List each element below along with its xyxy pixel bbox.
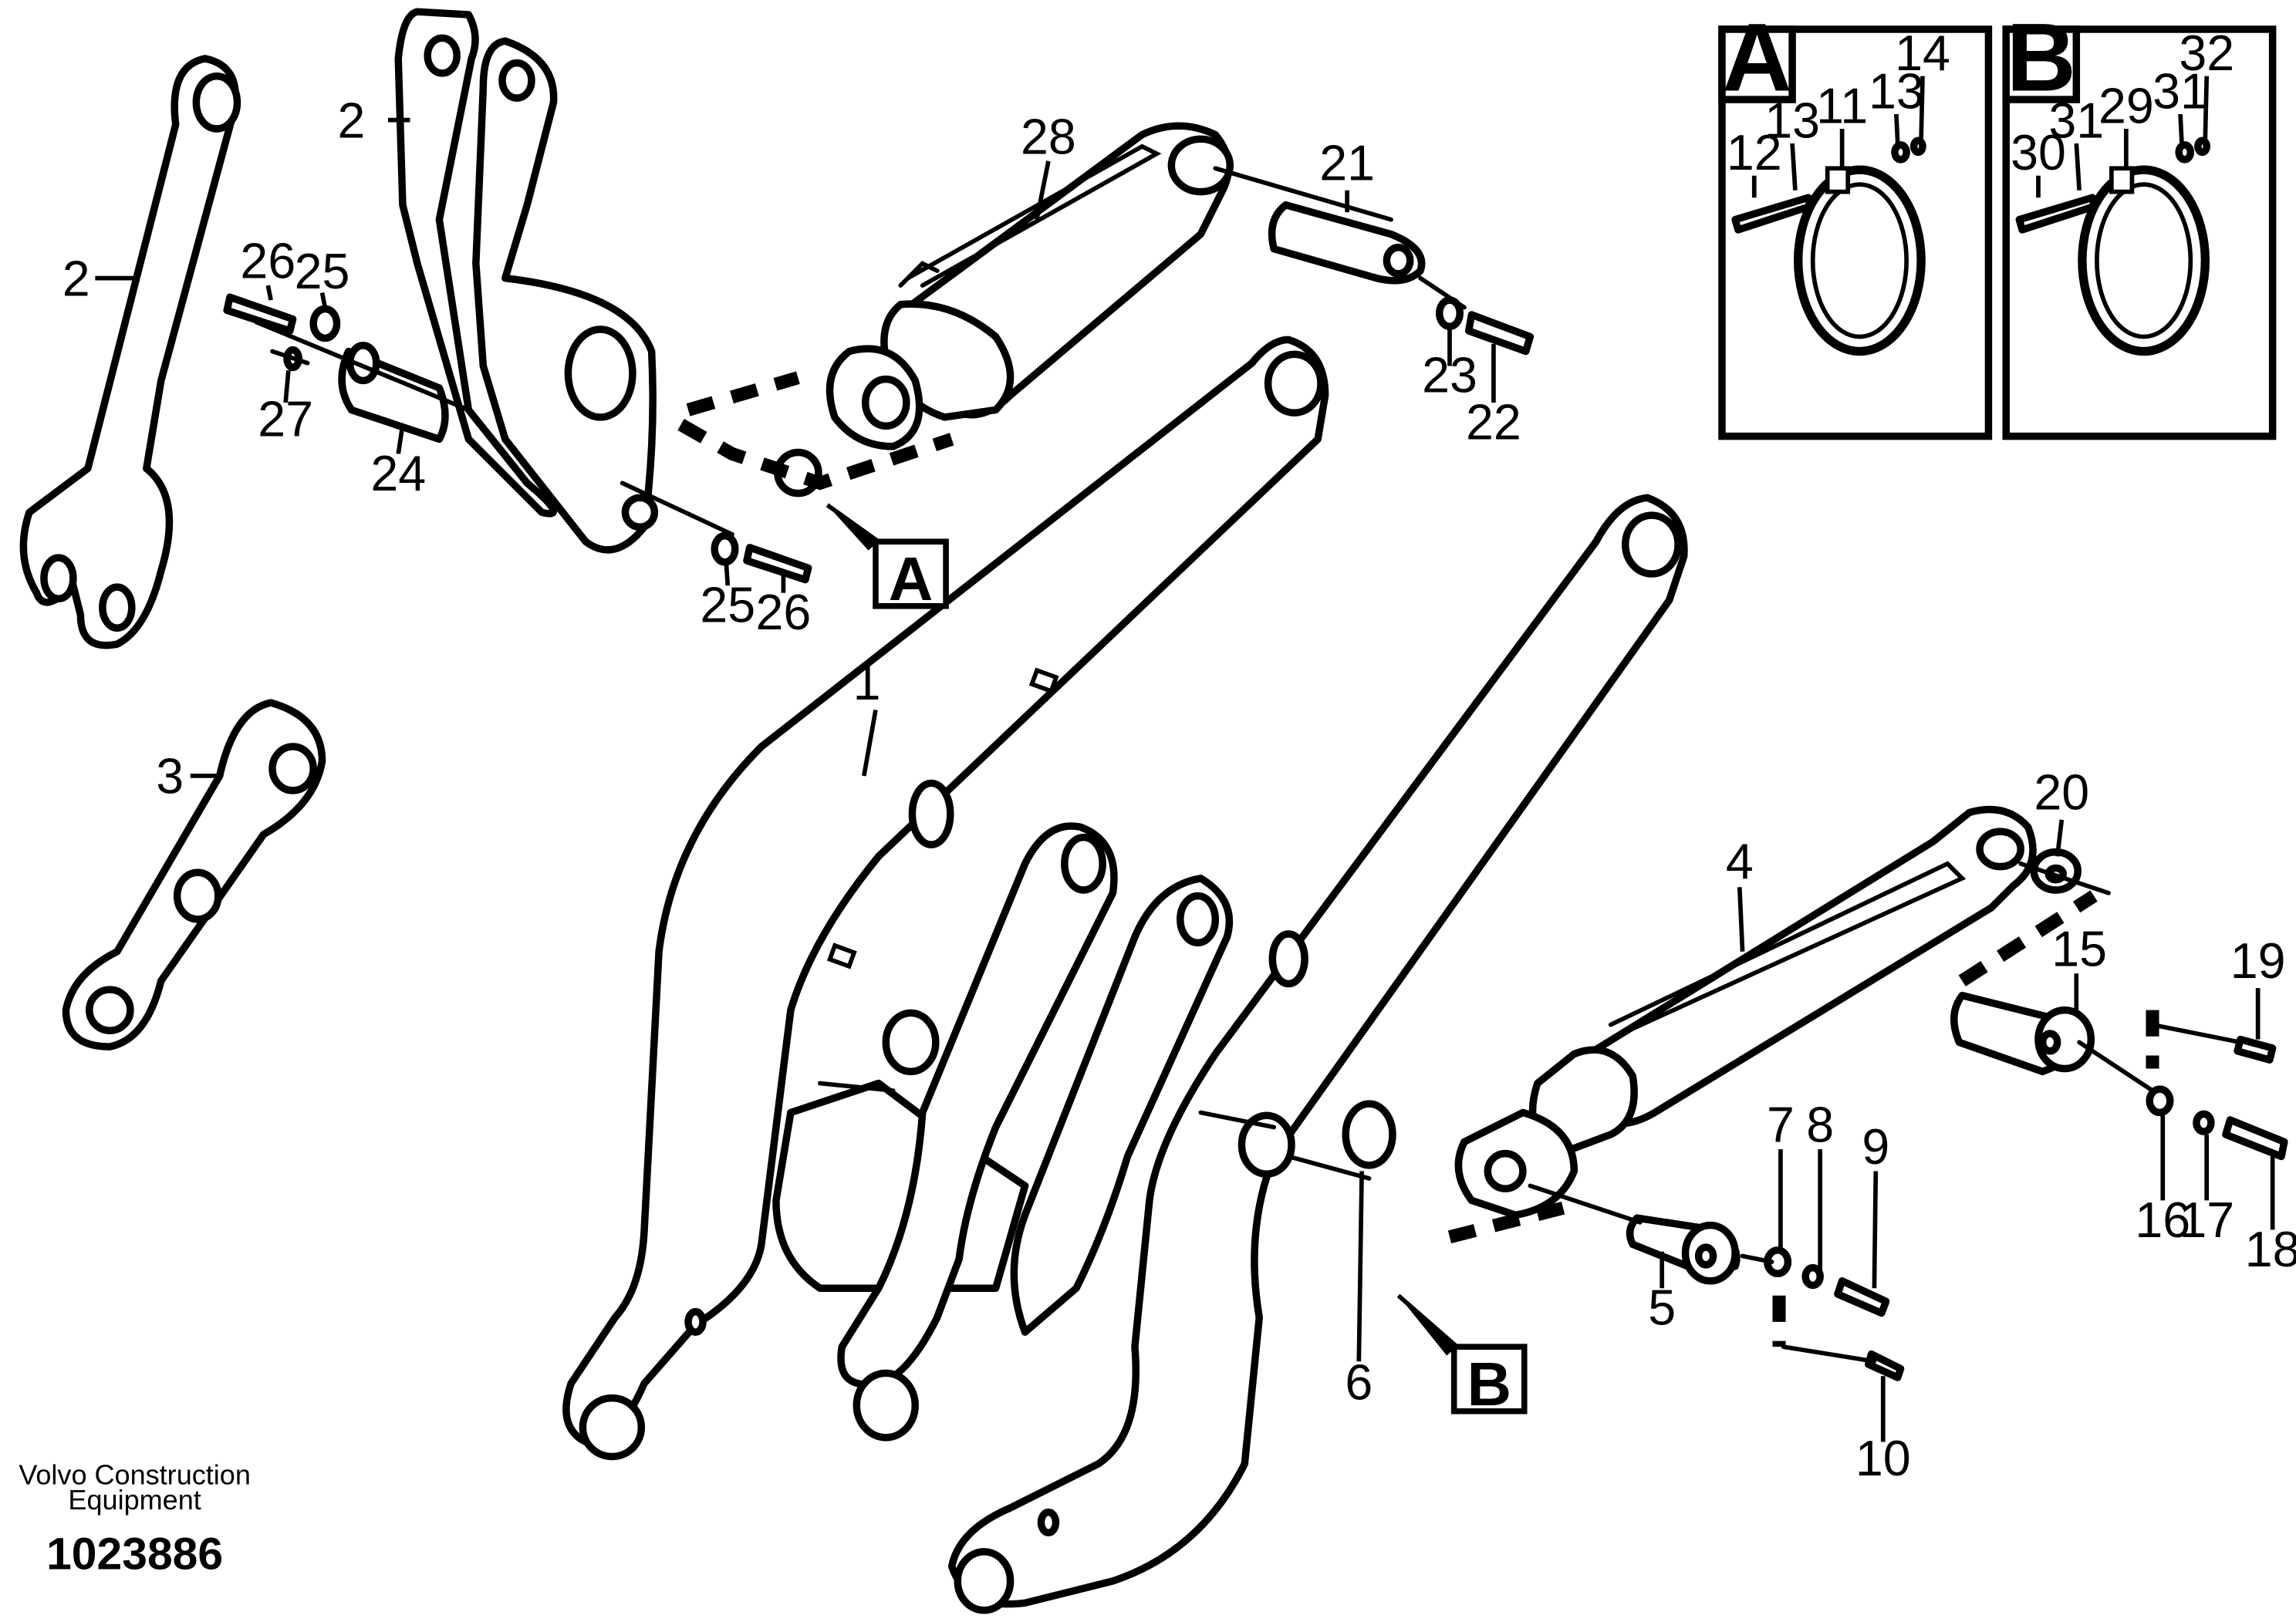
callout-9: 9 [1862, 1119, 1889, 1175]
callout-27: 27 [258, 392, 313, 447]
callout-4: 4 [1726, 834, 1754, 889]
callout-20: 20 [2034, 765, 2089, 821]
section-marker-a: A [826, 503, 949, 613]
callout-21: 21 [1319, 135, 1375, 191]
ring-6 [1342, 1100, 1396, 1169]
detail-b-letter: B [2007, 4, 2076, 112]
tilt-lever-rear [1010, 875, 1234, 1336]
section-marker-b: B [1396, 1293, 1528, 1418]
tilt-cylinder [826, 122, 1234, 450]
callout-16: 16 [2135, 1192, 2190, 1248]
section-a-label: A [889, 545, 934, 613]
fasteners-center [711, 531, 812, 584]
callout-3: 3 [156, 749, 184, 804]
detail-box-a: A [1718, 4, 1993, 440]
callout-a-13-left: 13 [1764, 93, 1820, 148]
callout-a-12: 12 [1727, 125, 1782, 180]
callout-18: 18 [2245, 1222, 2296, 1277]
callout-7: 7 [1767, 1097, 1795, 1152]
callout-5: 5 [1648, 1280, 1676, 1336]
callout-22: 22 [1466, 394, 1521, 450]
bell-crank [394, 8, 659, 554]
callout-23: 23 [1422, 348, 1477, 403]
drawing-identification: Volvo Construction Equipment 1023886 [19, 1459, 251, 1580]
callout-26-bottom: 26 [756, 585, 812, 640]
callout-6: 6 [1345, 1355, 1373, 1411]
pin-21 [1268, 201, 1426, 285]
fasteners-upper-left [223, 293, 341, 372]
callout-1: 1 [853, 655, 881, 710]
tilt-lever [837, 822, 1118, 1442]
detail-a-letter: A [1722, 4, 1791, 112]
drawing-number: 1023886 [46, 1529, 223, 1580]
callout-28: 28 [1021, 109, 1076, 164]
company-name-line1: Volvo Construction [19, 1459, 251, 1491]
section-b-label: B [1467, 1350, 1511, 1418]
callout-labels: 1 2 2 3 4 5 6 7 8 9 10 15 16 17 18 19 20… [62, 25, 2296, 1486]
axis-lines [254, 166, 2243, 1364]
fasteners-22-23 [1435, 296, 1535, 356]
pin-24 [338, 342, 449, 443]
callout-a-14: 14 [1895, 25, 1950, 81]
company-name-line2: Equipment [68, 1484, 201, 1516]
callout-b-30: 30 [2011, 125, 2066, 180]
callout-b-31-left: 31 [2048, 93, 2104, 148]
callout-8: 8 [1806, 1097, 1834, 1152]
lift-arm-right [947, 494, 1688, 1614]
pin-5 [1626, 1214, 1741, 1285]
callout-a-13-right: 13 [1869, 63, 1924, 119]
callout-a-11: 11 [1816, 78, 1868, 133]
detail-box-b: B [2002, 4, 2277, 440]
callout-19: 19 [2230, 933, 2286, 989]
assembly-dash-lines [677, 371, 2159, 1347]
lift-arm-left [562, 336, 1329, 1461]
pin-15 [1950, 991, 2095, 1076]
link-rod [19, 55, 241, 649]
callout-leaders [95, 76, 2275, 1442]
callout-2-bellcrank: 2 [338, 93, 366, 148]
callout-b-31-right: 31 [2152, 63, 2208, 119]
link-plate [62, 699, 326, 1050]
callout-b-29: 29 [2098, 78, 2154, 133]
callout-10: 10 [1855, 1431, 1911, 1486]
callout-2-link: 2 [62, 251, 90, 306]
callout-24: 24 [370, 446, 426, 501]
callout-25-bottom: 25 [700, 578, 755, 633]
callout-25-top: 25 [295, 244, 350, 299]
callout-17: 17 [2179, 1192, 2234, 1248]
callout-15: 15 [2051, 922, 2107, 977]
callout-26-top: 26 [240, 234, 295, 289]
callout-b-32: 32 [2179, 25, 2234, 81]
